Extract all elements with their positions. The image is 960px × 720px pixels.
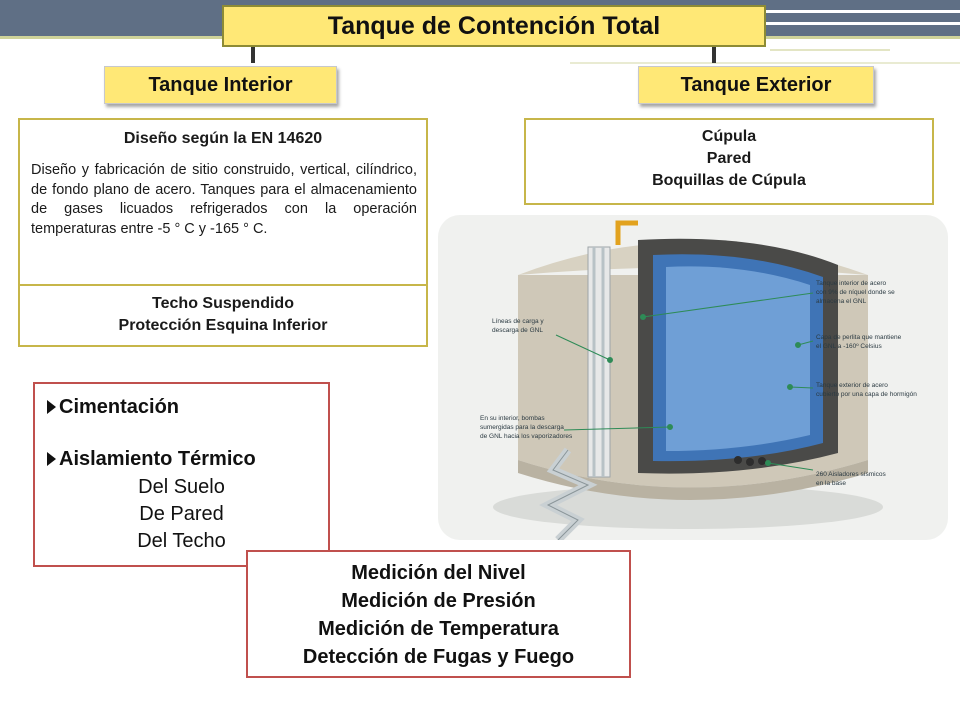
top-stripe (620, 22, 960, 25)
leak-fire-detection: Detección de Fugas y Fuego (302, 646, 575, 668)
arrow-bullet-icon (47, 400, 56, 414)
tank-illustration: Tanque interior de acero con 9% de níque… (438, 215, 948, 540)
outer-parts-box: Cúpula Pared Boquillas de Cúpula (524, 118, 934, 205)
feature-suspended-roof: Techo Suspendido (152, 295, 294, 312)
measurement-pressure: Medición de Presión (341, 590, 536, 612)
measurements-box: Medición del Nivel Medición de Presión M… (246, 550, 631, 678)
svg-text:cubierto por una capa de hormi: cubierto por una capa de hormigón (816, 391, 917, 398)
insulation-floor: Del Suelo (138, 476, 225, 498)
label-outer-steel: Tanque exterior de acero (816, 382, 888, 389)
insulation-wall: De Pared (139, 503, 224, 525)
measurement-temperature: Medición de Temperatura (318, 618, 559, 640)
bullet-foundation: Cimentación (47, 394, 328, 420)
design-standard-title: Diseño según la EN 14620 (123, 130, 323, 147)
connector-right (712, 47, 716, 63)
part-dome: Cúpula (701, 128, 757, 145)
bullet-thermal-insulation: Aislamiento Térmico (47, 446, 328, 472)
label-lng-lines: Líneas de carga y (492, 318, 544, 325)
accent-stripe (770, 49, 890, 51)
connector-left (251, 47, 255, 63)
tank-cutaway-svg: Tanque interior de acero con 9% de níque… (480, 220, 917, 540)
svg-text:de GNL hacia los vaporizadores: de GNL hacia los vaporizadores (480, 433, 573, 440)
part-wall: Pared (706, 150, 752, 167)
label-submerged-pumps: En su interior, bombas (480, 415, 545, 422)
outer-tank-header: Tanque Exterior (638, 66, 874, 104)
svg-text:el GNL a -160º Celsius: el GNL a -160º Celsius (816, 343, 882, 350)
svg-text:en la base: en la base (816, 480, 846, 487)
feature-corner-protection: Protección Esquina Inferior (118, 317, 328, 334)
part-dome-nozzles: Boquillas de Cúpula (652, 172, 806, 189)
design-description: Diseño y fabricación de sitio construido… (31, 162, 417, 237)
svg-text:almacena el GNL: almacena el GNL (816, 298, 867, 305)
svg-text:con 9% de níquel donde se: con 9% de níquel donde se (816, 289, 895, 296)
label-inner-steel: Tanque interior de acero (816, 280, 886, 287)
foundation-box: Cimentación Aislamiento Térmico Del Suel… (33, 382, 330, 567)
label-seismic-isolators: 260 Aisladores sísmicos (816, 471, 886, 478)
label-perlite: Capa de perlita que mantiene (816, 334, 902, 341)
inner-tank-header: Tanque Interior (104, 66, 337, 104)
svg-text:descarga de GNL: descarga de GNL (492, 327, 543, 334)
arrow-bullet-icon (47, 452, 56, 466)
measurement-level: Medición del Nivel (351, 562, 526, 584)
inner-design-box: Diseño según la EN 14620 Diseño y fabric… (18, 118, 428, 286)
accent-stripe (570, 62, 960, 64)
insulation-roof: Del Techo (137, 530, 226, 552)
inner-features-box: Techo Suspendido Protección Esquina Infe… (18, 284, 428, 347)
slide-title: Tanque de Contención Total (222, 5, 766, 47)
svg-text:sumergidas para la descarga: sumergidas para la descarga (480, 424, 564, 431)
top-stripe (575, 10, 960, 13)
